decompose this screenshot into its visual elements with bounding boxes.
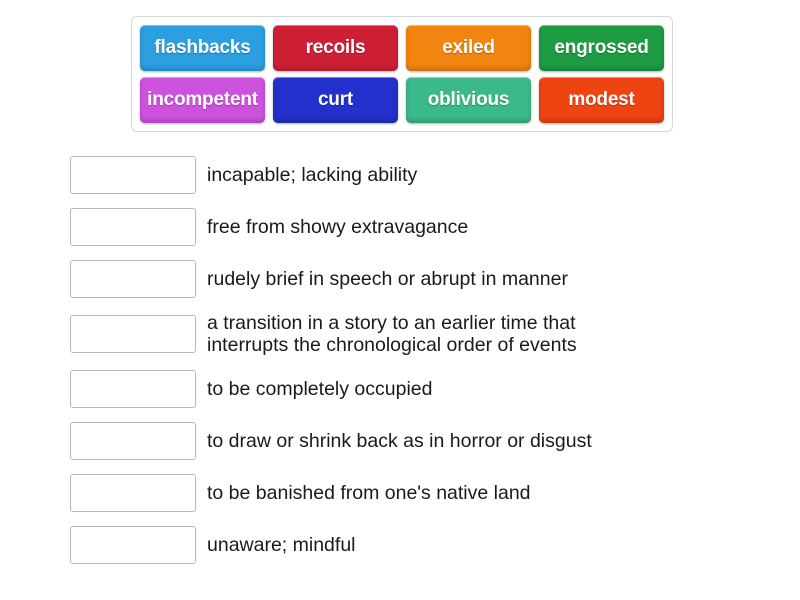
definition-row: a transition in a story to an earlier ti… xyxy=(70,312,770,356)
definition-text-line1: to draw or shrink back as in horror or d… xyxy=(207,430,592,453)
definition-text: a transition in a story to an earlier ti… xyxy=(207,312,577,356)
definition-row: incapable; lacking ability xyxy=(70,156,770,194)
definition-text-line1: a transition in a story to an earlier ti… xyxy=(207,312,576,334)
definition-text-line1: to be banished from one's native land xyxy=(207,482,531,505)
definition-row: to be banished from one's native land xyxy=(70,474,770,513)
word-tile[interactable]: oblivious xyxy=(406,77,531,123)
definition-row: free from showy extravagance xyxy=(70,208,770,246)
definition-row: rudely brief in speech or abrupt in mann… xyxy=(70,260,770,298)
word-tile[interactable]: modest xyxy=(539,77,664,123)
definition-text: to be completely occupied xyxy=(207,378,432,400)
definition-text: free from showy extravagance xyxy=(207,216,468,238)
definition-text-line1: unaware; mindful xyxy=(207,534,356,557)
definition-text-line1: rudely brief in speech or abrupt in mann… xyxy=(207,267,568,290)
definition-text-line1: to be completely occupied xyxy=(207,378,433,401)
word-tile[interactable]: engrossed xyxy=(539,25,664,71)
word-tile[interactable]: curt xyxy=(273,77,398,123)
word-tile[interactable]: exiled xyxy=(406,25,531,71)
answer-drop-box[interactable] xyxy=(70,156,196,194)
definition-text: incapable; lacking ability xyxy=(207,164,417,186)
answer-drop-box[interactable] xyxy=(70,315,196,354)
answer-drop-box[interactable] xyxy=(70,260,196,298)
word-tile[interactable]: recoils xyxy=(273,25,398,71)
definition-text: to be banished from one's native land xyxy=(207,482,531,504)
answer-drop-box[interactable] xyxy=(70,370,196,409)
answer-drop-box[interactable] xyxy=(70,422,196,461)
definition-list: incapable; lacking ability free from show… xyxy=(70,156,770,578)
answer-drop-box[interactable] xyxy=(70,526,196,565)
definition-text-line2: interrupts the chronological order of ev… xyxy=(207,334,577,357)
definition-text-line1: incapable; lacking ability xyxy=(207,163,418,186)
definition-row: unaware; mindful xyxy=(70,526,770,565)
definition-text: rudely brief in speech or abrupt in mann… xyxy=(207,268,568,290)
definition-text: to draw or shrink back as in horror or d… xyxy=(207,430,592,452)
word-tile[interactable]: flashbacks xyxy=(140,25,265,71)
definition-row: to be completely occupied xyxy=(70,370,770,409)
definition-text: unaware; mindful xyxy=(207,534,356,556)
answer-drop-box[interactable] xyxy=(70,474,196,513)
definition-row: to draw or shrink back as in horror or d… xyxy=(70,422,770,461)
word-tile[interactable]: incompetent xyxy=(140,77,265,123)
answer-drop-box[interactable] xyxy=(70,208,196,246)
definition-text-line1: free from showy extravagance xyxy=(207,215,469,238)
